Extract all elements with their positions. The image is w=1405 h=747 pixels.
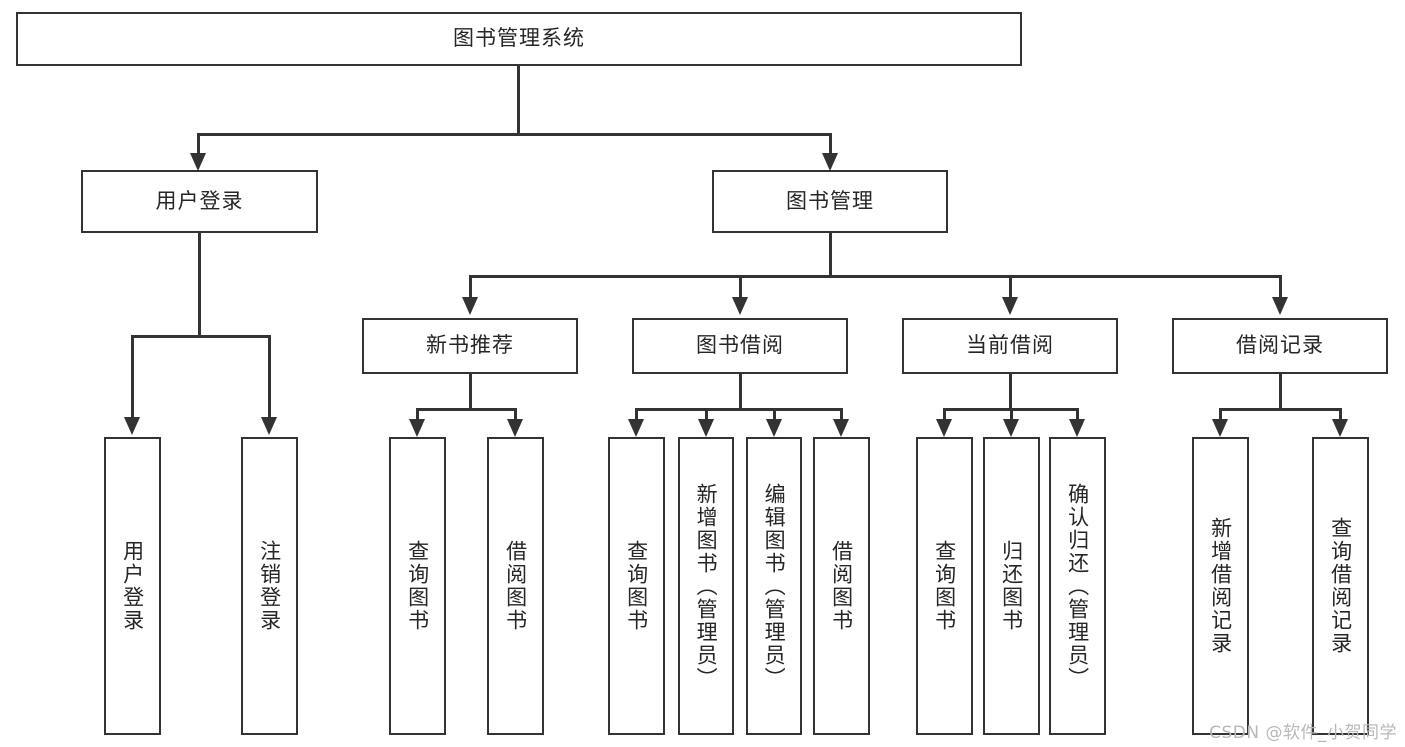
edge-book-mgmt-stem (829, 233, 832, 275)
edge-book-mgmt-bus (470, 275, 1280, 278)
node-leaf-borrow-book-2-label: 借阅图书 (829, 540, 854, 632)
node-leaf-return-book-label: 归还图书 (999, 540, 1024, 632)
node-leaf-add-borrow-record[interactable]: 新增借阅记录 (1192, 437, 1249, 735)
edge-root-stem (517, 66, 520, 133)
arrowhead-root-0 (190, 153, 206, 171)
edge-grp-new-book-bus (417, 408, 515, 411)
edge-grp-new-book-stem (469, 374, 472, 408)
edge-grp-current-borrow-drop-2 (1076, 408, 1079, 419)
arrowhead-grp-current-borrow-2 (1069, 419, 1085, 437)
arrowhead-grp-current-borrow-1 (1003, 419, 1019, 437)
edge-book-mgmt-drop-2 (1009, 275, 1012, 297)
node-book-management[interactable]: 图书管理 (712, 170, 948, 233)
node-book-borrow[interactable]: 图书借阅 (632, 318, 848, 374)
node-current-borrow[interactable]: 当前借阅 (902, 318, 1118, 374)
edge-grp-book-borrow-drop-2 (773, 408, 776, 419)
arrowhead-book-mgmt-1 (732, 297, 748, 315)
node-leaf-confirm-return-admin-label: 确认归还（管理员） (1065, 482, 1090, 690)
arrowhead-user-login-1 (261, 417, 277, 435)
arrowhead-grp-current-borrow-0 (936, 419, 952, 437)
node-new-book-recommend[interactable]: 新书推荐 (362, 318, 578, 374)
node-leaf-logout-login-label: 注销登录 (257, 540, 282, 632)
edge-grp-book-borrow-drop-1 (705, 408, 708, 419)
edge-grp-book-borrow-drop-3 (840, 408, 843, 419)
node-leaf-query-book-1-label: 查询图书 (405, 540, 430, 632)
node-user-login-label: 用户登录 (155, 188, 244, 213)
edge-book-mgmt-drop-0 (469, 275, 472, 297)
node-leaf-query-book-3-label: 查询图书 (932, 540, 957, 632)
node-borrow-record[interactable]: 借阅记录 (1172, 318, 1388, 374)
node-leaf-return-book[interactable]: 归还图书 (983, 437, 1040, 735)
arrowhead-grp-book-borrow-0 (628, 419, 644, 437)
arrowhead-grp-book-borrow-1 (698, 419, 714, 437)
edge-book-mgmt-drop-3 (1279, 275, 1282, 297)
edge-grp-book-borrow-drop-0 (635, 408, 638, 419)
arrowhead-grp-book-borrow-3 (833, 419, 849, 437)
edge-root-bus (198, 133, 831, 136)
edge-user-login-bus (132, 335, 270, 338)
node-borrow-record-label: 借阅记录 (1236, 333, 1324, 358)
edge-user-login-stem (198, 233, 201, 335)
edge-grp-book-borrow-bus (636, 408, 842, 411)
edge-grp-current-borrow-stem (1009, 374, 1012, 408)
edge-user-login-drop-1 (268, 335, 271, 417)
arrowhead-user-login-0 (124, 417, 140, 435)
edge-grp-borrow-record-drop-1 (1339, 408, 1342, 419)
watermark-label: CSDN @软件_小贺同学 (1209, 723, 1397, 743)
arrowhead-book-mgmt-0 (462, 297, 478, 315)
node-leaf-user-login-label: 用户登录 (120, 540, 145, 632)
arrowhead-grp-new-book-1 (507, 419, 523, 437)
node-leaf-add-book-admin[interactable]: 新增图书（管理员） (678, 437, 734, 735)
edge-grp-book-borrow-stem (739, 374, 742, 408)
arrowhead-book-mgmt-3 (1272, 297, 1288, 315)
arrowhead-grp-new-book-0 (409, 419, 425, 437)
node-leaf-borrow-book-1-label: 借阅图书 (503, 540, 528, 632)
node-new-book-recommend-label: 新书推荐 (426, 333, 514, 358)
edge-root-drop-0 (197, 133, 200, 153)
node-leaf-query-book-1[interactable]: 查询图书 (389, 437, 446, 735)
node-user-login[interactable]: 用户登录 (81, 170, 318, 233)
node-leaf-edit-book-admin-label: 编辑图书（管理员） (762, 482, 787, 690)
edge-grp-current-borrow-drop-0 (943, 408, 946, 419)
arrowhead-grp-borrow-record-0 (1212, 419, 1228, 437)
node-leaf-query-borrow-record-label: 查询借阅记录 (1328, 517, 1353, 655)
edge-grp-current-borrow-drop-1 (1010, 408, 1013, 419)
node-leaf-add-book-admin-label: 新增图书（管理员） (694, 482, 719, 690)
node-book-management-label: 图书管理 (786, 188, 874, 213)
node-leaf-user-login[interactable]: 用户登录 (104, 437, 161, 735)
edge-grp-borrow-record-bus (1220, 408, 1340, 411)
node-leaf-add-borrow-record-label: 新增借阅记录 (1208, 517, 1233, 655)
node-leaf-query-book-2-label: 查询图书 (624, 540, 649, 632)
arrowhead-book-mgmt-2 (1002, 297, 1018, 315)
edge-user-login-drop-0 (131, 335, 134, 417)
node-book-borrow-label: 图书借阅 (696, 333, 784, 358)
node-root-title[interactable]: 图书管理系统 (16, 12, 1022, 66)
node-leaf-query-book-3[interactable]: 查询图书 (916, 437, 973, 735)
node-leaf-edit-book-admin[interactable]: 编辑图书（管理员） (746, 437, 802, 735)
node-current-borrow-label: 当前借阅 (966, 333, 1054, 358)
edge-grp-new-book-drop-1 (514, 408, 517, 419)
node-root-title-label: 图书管理系统 (453, 26, 585, 51)
node-leaf-logout-login[interactable]: 注销登录 (241, 437, 298, 735)
edge-grp-borrow-record-drop-0 (1219, 408, 1222, 419)
node-leaf-borrow-book-1[interactable]: 借阅图书 (487, 437, 544, 735)
node-leaf-query-borrow-record[interactable]: 查询借阅记录 (1312, 437, 1369, 735)
arrowhead-grp-borrow-record-1 (1332, 419, 1348, 437)
node-leaf-confirm-return-admin[interactable]: 确认归还（管理员） (1049, 437, 1106, 735)
arrowhead-root-1 (822, 153, 838, 171)
edge-root-drop-1 (829, 133, 832, 153)
node-leaf-borrow-book-2[interactable]: 借阅图书 (813, 437, 870, 735)
arrowhead-grp-book-borrow-2 (766, 419, 782, 437)
node-leaf-query-book-2[interactable]: 查询图书 (608, 437, 665, 735)
edge-grp-borrow-record-stem (1279, 374, 1282, 408)
edge-grp-new-book-drop-0 (416, 408, 419, 419)
edge-book-mgmt-drop-1 (739, 275, 742, 297)
